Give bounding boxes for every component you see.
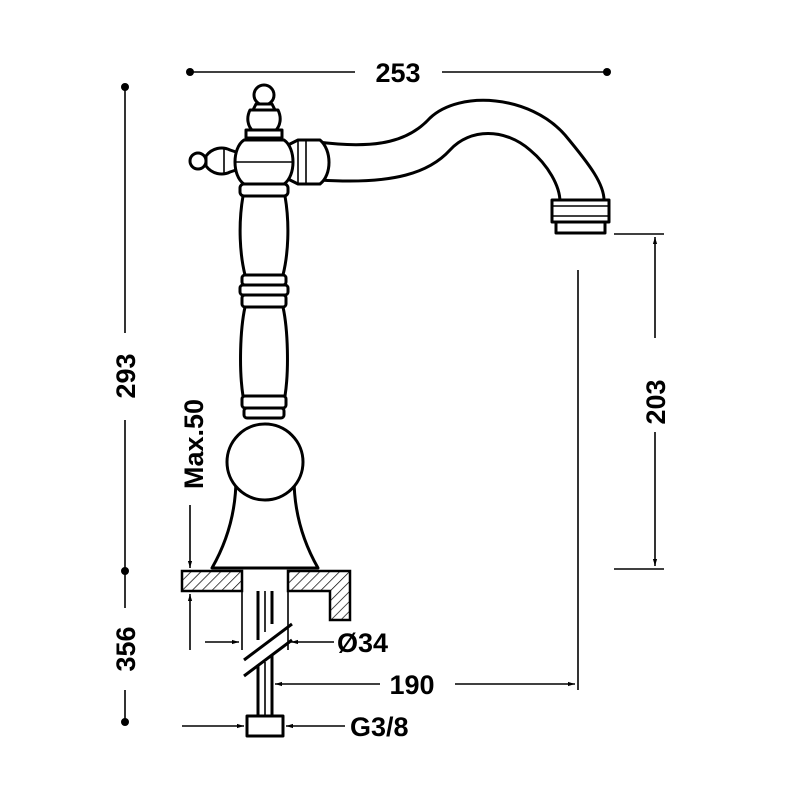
label-below-counter: 356	[111, 626, 141, 671]
label-hole-diameter: Ø34	[337, 628, 388, 658]
label-total-height: 293	[111, 353, 141, 398]
left-handle	[188, 146, 238, 176]
label-overall-width: 253	[375, 58, 420, 88]
dimension-spout-height: 203	[614, 233, 671, 570]
base-ball	[225, 422, 305, 502]
faucet	[188, 83, 611, 570]
g38-connector	[245, 714, 285, 738]
dimension-spout-reach: 190	[275, 270, 579, 700]
label-connection: G3/8	[350, 712, 409, 742]
dimension-overall-width: 253	[186, 58, 611, 88]
dimension-connection: G3/8	[182, 712, 409, 742]
countertop	[180, 569, 352, 622]
dimension-total-height: 293	[111, 83, 141, 575]
label-spout-reach: 190	[389, 670, 434, 700]
dimension-below-counter: 356	[111, 571, 141, 726]
label-spout-height: 203	[641, 379, 671, 424]
faucet-column	[238, 182, 290, 420]
dimension-hole-diameter: Ø34	[205, 591, 388, 658]
dimension-max-deck: Max.50	[179, 399, 209, 650]
label-max-deck: Max.50	[179, 399, 209, 489]
spout	[316, 98, 606, 204]
supply-hose	[243, 591, 293, 716]
top-handle	[244, 83, 284, 140]
spout-aerator	[550, 198, 611, 224]
aerator-tip	[554, 220, 607, 235]
faucet-base	[210, 422, 320, 570]
